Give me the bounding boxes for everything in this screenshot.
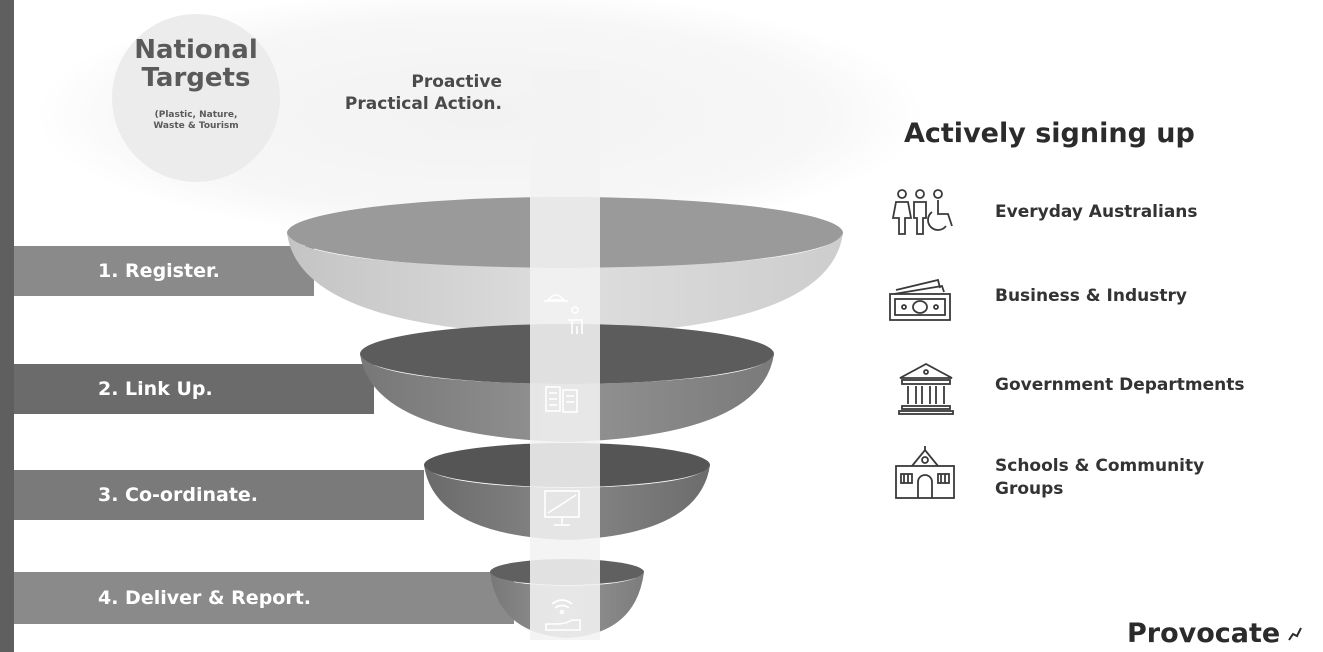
government-building-icon: [898, 362, 954, 415]
signing-item-2-line1: Business & Industry: [995, 286, 1187, 306]
proactive-line2: Practical Action.: [344, 94, 502, 114]
signing-item-3: Government Departments: [995, 374, 1245, 397]
signing-item-2: Business & Industry: [995, 285, 1187, 308]
signing-up-heading: Actively signing up: [904, 118, 1195, 149]
signing-item-4-line2: Groups: [995, 479, 1064, 499]
signing-item-4: Schools & Community Groups: [995, 455, 1204, 501]
step-band-4: [14, 572, 514, 624]
national-targets-subtitle: (Plastic, Nature, Waste & Tourism: [112, 110, 280, 132]
central-beam: [530, 70, 600, 640]
step-label-3: 3. Co-ordinate.: [98, 484, 259, 506]
step-label-1: 1. Register.: [98, 260, 220, 282]
money-icon: [889, 278, 951, 321]
national-targets-line2: Targets: [141, 63, 251, 93]
national-targets-sub-line1: (Plastic, Nature,: [154, 110, 238, 120]
brand-mark-icon: [1288, 627, 1302, 641]
school-icon: [895, 446, 955, 499]
link-documents-icon: [545, 386, 578, 413]
step-label-2: 2. Link Up.: [98, 378, 213, 400]
left-edge-bar: [0, 0, 14, 652]
waiter-serving-icon: [544, 294, 583, 334]
hand-wifi-icon: [545, 599, 581, 631]
national-targets-line1: National: [134, 35, 258, 65]
proactive-line1: Proactive: [411, 72, 502, 92]
national-targets-title: National Targets: [112, 36, 280, 92]
signing-item-3-line1: Government Departments: [995, 375, 1245, 395]
signing-item-4-line1: Schools & Community: [995, 456, 1205, 476]
monitor-icon: [544, 490, 580, 526]
national-targets-sub-line2: Waste & Tourism: [153, 121, 239, 131]
provocate-logo-text: Provocate: [1127, 618, 1281, 649]
step-band-1: [14, 246, 314, 296]
proactive-heading: Proactive Practical Action.: [300, 71, 502, 115]
national-targets-circle: [112, 14, 280, 182]
step-band-2: [14, 364, 374, 414]
people-icon: [892, 189, 953, 235]
step-band-3: [14, 470, 424, 520]
signing-item-1: Everyday Australians: [995, 201, 1198, 224]
signing-item-1-line1: Everyday Australians: [995, 202, 1198, 222]
step-label-4: 4. Deliver & Report.: [98, 587, 312, 609]
